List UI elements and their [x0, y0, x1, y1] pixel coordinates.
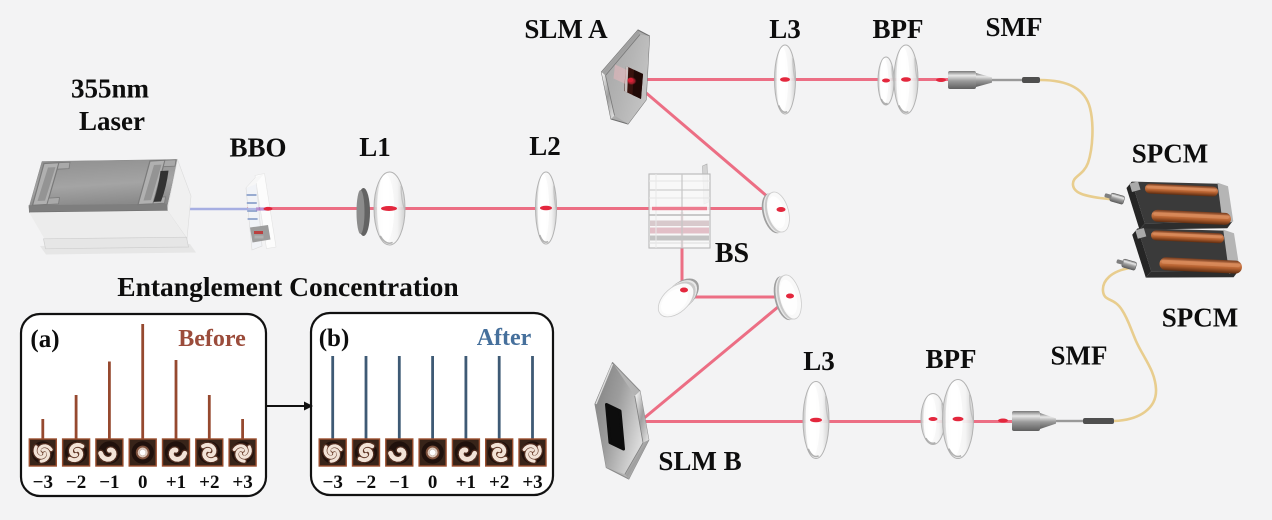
- svg-text:SLM A: SLM A: [524, 14, 608, 44]
- svg-text:(b): (b): [319, 325, 350, 352]
- svg-text:L1: L1: [359, 132, 391, 162]
- svg-text:SMF: SMF: [1051, 341, 1108, 371]
- svg-text:L3: L3: [769, 14, 801, 44]
- svg-text:+2: +2: [489, 472, 509, 493]
- svg-text:+3: +3: [232, 472, 252, 493]
- svg-text:−2: −2: [66, 472, 86, 493]
- svg-text:Laser: Laser: [79, 106, 145, 136]
- svg-text:Entanglement Concentration: Entanglement Concentration: [117, 271, 458, 302]
- svg-text:355nm: 355nm: [71, 74, 150, 104]
- svg-text:L2: L2: [529, 131, 561, 161]
- svg-text:−3: −3: [323, 472, 343, 493]
- svg-text:Before: Before: [178, 326, 246, 352]
- svg-text:SMF: SMF: [986, 12, 1043, 42]
- svg-text:BPF: BPF: [873, 14, 924, 44]
- svg-text:After: After: [477, 325, 532, 351]
- svg-text:−1: −1: [389, 472, 409, 493]
- svg-text:SLM B: SLM B: [658, 446, 741, 476]
- svg-text:BPF: BPF: [926, 344, 977, 374]
- svg-text:+1: +1: [166, 472, 186, 493]
- svg-text:BS: BS: [715, 238, 749, 269]
- svg-text:+3: +3: [522, 472, 542, 493]
- svg-text:−1: −1: [99, 472, 119, 493]
- svg-text:0: 0: [428, 472, 438, 493]
- svg-text:−3: −3: [33, 472, 53, 493]
- svg-text:−2: −2: [356, 472, 376, 493]
- svg-text:+1: +1: [456, 472, 476, 493]
- svg-text:(a): (a): [30, 326, 59, 353]
- svg-text:L3: L3: [803, 346, 835, 376]
- svg-text:SPCM: SPCM: [1162, 303, 1239, 333]
- svg-text:BBO: BBO: [229, 133, 286, 163]
- svg-text:SPCM: SPCM: [1132, 139, 1209, 169]
- svg-text:+2: +2: [199, 472, 219, 493]
- svg-text:0: 0: [138, 472, 148, 493]
